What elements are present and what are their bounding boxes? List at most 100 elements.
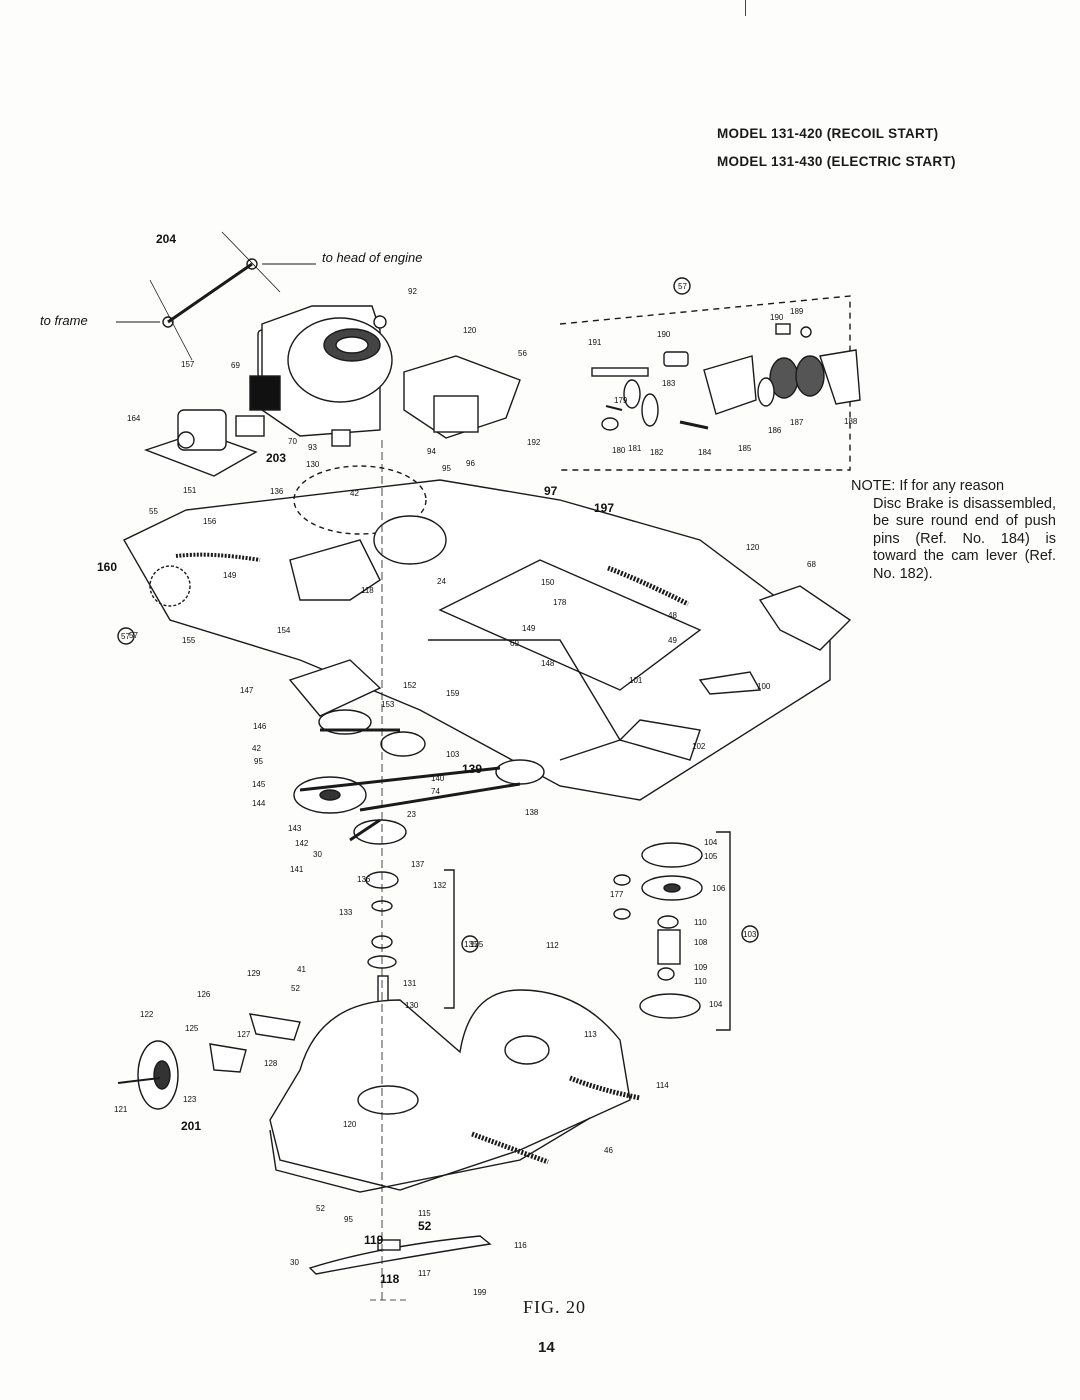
part-label-152: 152 [403, 681, 417, 690]
figure-caption: FIG. 20 [523, 1297, 587, 1317]
part-label-191: 191 [588, 338, 602, 347]
spindle-kit [613, 831, 731, 1031]
part-label-55: 55 [149, 507, 158, 516]
part-label-137: 137 [411, 860, 425, 869]
part-label-117: 117 [418, 1269, 431, 1278]
part-label-179: 179 [614, 396, 628, 405]
note-body: Disc Brake is disassembled, be sure roun… [873, 495, 1056, 582]
part-label-95: 95 [344, 1215, 353, 1224]
callout-57-left: 57 [121, 632, 130, 641]
part-label-130: 130 [306, 460, 320, 469]
part-label-199: 199 [473, 1288, 487, 1297]
part-label-120: 120 [463, 326, 477, 335]
part-label-155: 155 [182, 636, 196, 645]
part-label-144: 144 [252, 799, 266, 808]
part-label-118: 118 [380, 1272, 400, 1286]
part-label-106: 106 [712, 884, 726, 893]
part-label-52: 52 [316, 1204, 325, 1213]
to-head-of-engine-label: to head of engine [322, 250, 422, 265]
part-label-129: 129 [247, 969, 261, 978]
part-label-149: 149 [522, 624, 536, 633]
note-first-line: NOTE: If for any reason [851, 478, 1005, 494]
part-label-30: 30 [313, 850, 322, 859]
part-label-96: 96 [466, 459, 475, 468]
part-label-113: 113 [584, 1030, 597, 1039]
part-label-138: 138 [525, 808, 539, 817]
to-frame-label: to frame [40, 313, 88, 328]
part-label-190: 190 [657, 330, 671, 339]
part-label-41: 41 [297, 965, 306, 974]
part-label-69: 69 [510, 639, 519, 648]
part-label-160: 160 [97, 560, 117, 574]
part-label-153: 153 [381, 700, 395, 709]
part-label-102: 102 [692, 742, 706, 751]
part-label-204: 204 [156, 232, 176, 246]
part-label-24: 24 [437, 577, 446, 586]
part-label-123: 123 [183, 1095, 197, 1104]
part-label-181: 181 [628, 444, 642, 453]
part-label-115: 115 [418, 1209, 431, 1218]
part-label-70: 70 [288, 437, 297, 446]
part-label-52: 52 [418, 1219, 432, 1233]
callout-135: 135 [464, 940, 478, 949]
part-label-159: 159 [446, 689, 460, 698]
engine [249, 305, 393, 447]
part-label-164: 164 [127, 414, 141, 423]
part-label-105: 105 [704, 852, 718, 861]
part-label-101: 101 [629, 676, 643, 685]
part-label-42: 42 [350, 489, 359, 498]
part-label-183: 183 [662, 379, 676, 388]
disc-brake [559, 277, 861, 471]
part-label-121: 121 [114, 1105, 128, 1114]
part-label-157: 157 [181, 360, 195, 369]
part-label-120: 120 [343, 1120, 357, 1129]
part-label-203: 203 [266, 451, 286, 465]
part-label-135: 135 [470, 940, 484, 949]
part-label-30: 30 [290, 1258, 299, 1267]
part-label-69: 69 [231, 361, 240, 370]
part-label-178: 178 [553, 598, 567, 607]
blade [308, 1235, 492, 1275]
part-label-120: 120 [746, 543, 760, 552]
part-label-130: 130 [405, 1001, 419, 1010]
part-label-141: 141 [290, 865, 304, 874]
part-label-42: 42 [252, 744, 261, 753]
part-label-131: 131 [403, 979, 417, 988]
part-label-104: 104 [704, 838, 718, 847]
part-label-132: 132 [433, 881, 447, 890]
part-label-133: 133 [339, 908, 353, 917]
part-label-94: 94 [427, 447, 436, 456]
part-label-187: 187 [790, 418, 804, 427]
part-label-108: 108 [694, 938, 708, 947]
part-label-147: 147 [240, 686, 254, 695]
part-label-74: 74 [431, 787, 440, 796]
part-label-97: 97 [544, 484, 558, 498]
part-label-128: 128 [264, 1059, 278, 1068]
callout-103: 103 [743, 930, 757, 939]
part-label-151: 151 [183, 486, 197, 495]
page-edge-mark [745, 0, 746, 16]
disc-brake-note: NOTE: If for any reason Disc Brake is di… [851, 478, 1056, 583]
part-label-112: 112 [546, 941, 559, 950]
part-label-148: 148 [541, 659, 555, 668]
callout-57-top: 57 [678, 282, 687, 291]
part-label-127: 127 [237, 1030, 251, 1039]
part-label-23: 23 [407, 810, 416, 819]
part-label-197: 197 [594, 501, 614, 515]
model-title-recoil: MODEL 131-420 (RECOIL START) [717, 126, 939, 141]
part-label-186: 186 [768, 426, 782, 435]
part-label-95: 95 [254, 757, 263, 766]
part-label-109: 109 [694, 963, 708, 972]
part-label-110: 110 [694, 977, 707, 986]
page-number: 14 [538, 1339, 555, 1356]
part-label-184: 184 [698, 448, 712, 457]
part-label-145: 145 [252, 780, 266, 789]
part-label-52: 52 [291, 984, 300, 993]
part-label-140: 140 [431, 774, 445, 783]
part-label-114: 114 [656, 1081, 669, 1090]
part-label-192: 192 [527, 438, 541, 447]
part-label-143: 143 [288, 824, 302, 833]
part-label-92: 92 [408, 287, 417, 296]
part-label-95: 95 [442, 464, 451, 473]
